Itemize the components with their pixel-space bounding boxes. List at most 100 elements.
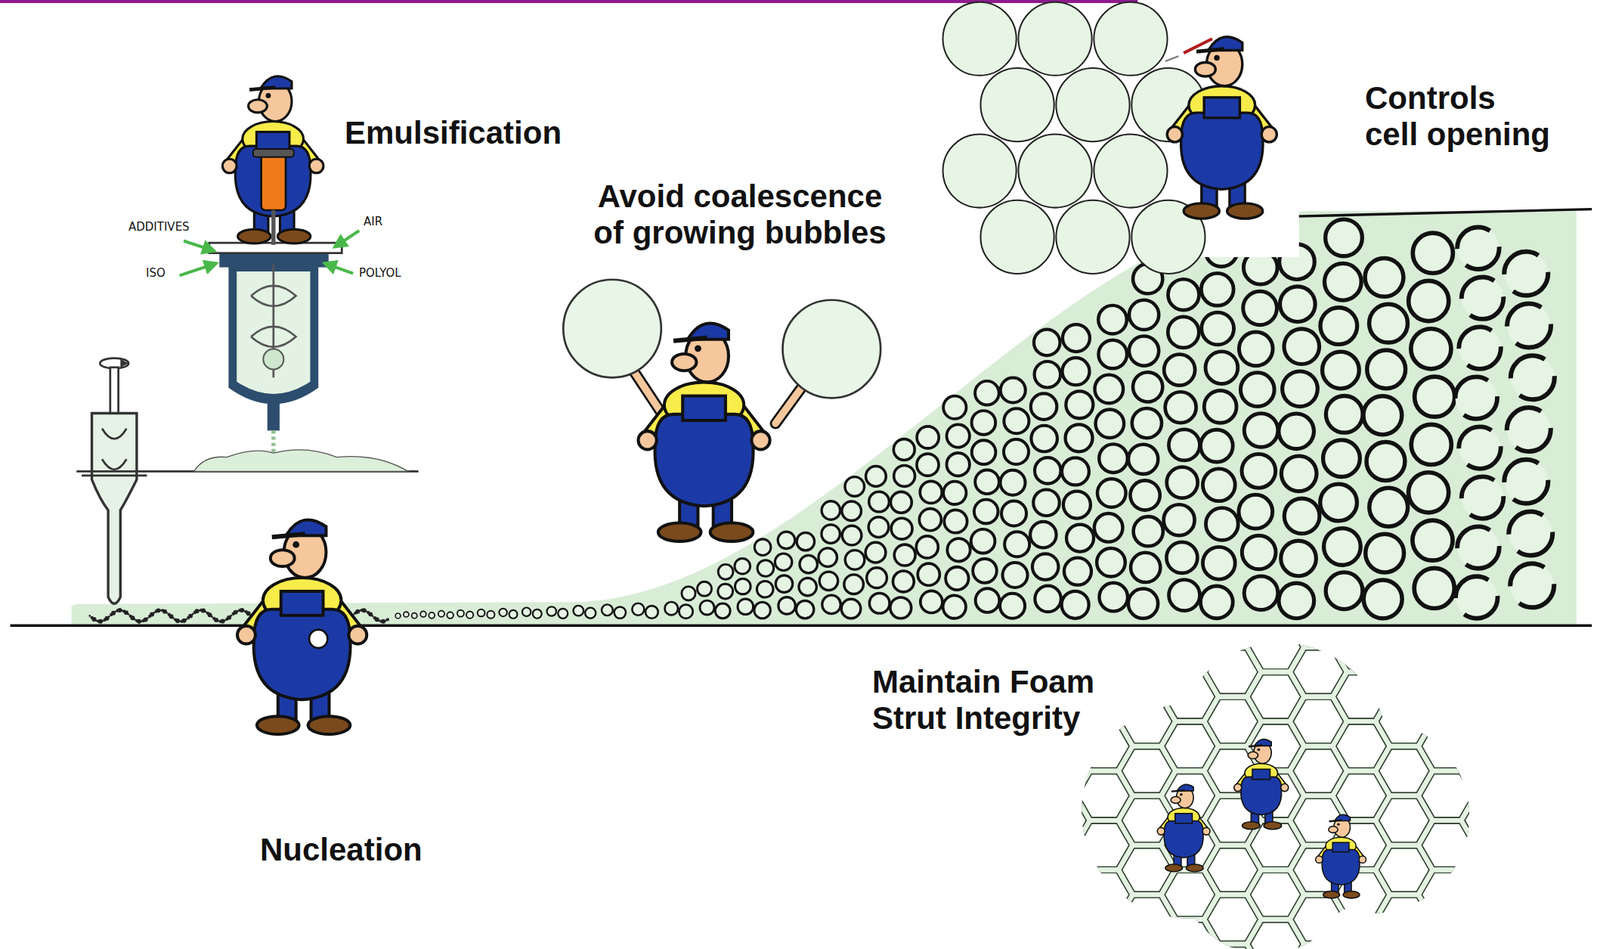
foam-bubble bbox=[645, 605, 659, 619]
foam-bubble bbox=[734, 578, 751, 595]
foam-bubble bbox=[584, 607, 596, 619]
foam-bubble bbox=[1166, 467, 1198, 499]
foam-bubble bbox=[420, 610, 427, 617]
strut bbox=[1504, 770, 1562, 821]
foam-bubble bbox=[1320, 307, 1358, 345]
jackhammer bbox=[261, 152, 286, 211]
foam-bubble bbox=[681, 586, 696, 601]
foam-bubble bbox=[1128, 588, 1158, 619]
strut bbox=[1589, 721, 1600, 771]
worker-figure bbox=[1166, 37, 1277, 219]
strut bbox=[1375, 943, 1433, 949]
strut bbox=[1504, 820, 1562, 870]
foam-bubble bbox=[1034, 361, 1061, 387]
closed-cell bbox=[1093, 2, 1167, 76]
foam-bubble bbox=[547, 606, 557, 616]
strut bbox=[1589, 622, 1600, 672]
foam-bubble bbox=[974, 380, 1000, 406]
jackhammer-bit bbox=[271, 210, 276, 245]
strut bbox=[1418, 919, 1477, 949]
stage-label: Emulsification bbox=[344, 114, 562, 152]
strut bbox=[1460, 844, 1519, 895]
nucleus-dot bbox=[210, 615, 214, 618]
input-arrow bbox=[334, 230, 359, 248]
foam-bubble bbox=[947, 452, 970, 476]
foam-puddle bbox=[194, 449, 409, 472]
stirrer-blade bbox=[250, 285, 296, 347]
strut bbox=[1547, 894, 1600, 944]
foam-bubble bbox=[1166, 541, 1198, 573]
nucleus-dot bbox=[191, 612, 195, 616]
foam-bubble bbox=[844, 550, 865, 570]
strut bbox=[1547, 795, 1600, 845]
strut bbox=[1032, 844, 1090, 895]
strut bbox=[1075, 919, 1133, 949]
foam-bubble bbox=[1408, 472, 1449, 513]
foam-bubble bbox=[756, 580, 774, 598]
foam-bubble bbox=[1367, 349, 1406, 389]
strut bbox=[1460, 795, 1519, 845]
worker-figure bbox=[1315, 813, 1367, 898]
strut bbox=[1118, 943, 1177, 949]
foam-bubble bbox=[866, 567, 888, 589]
foam-bubble bbox=[1325, 572, 1363, 610]
strut bbox=[1547, 943, 1600, 949]
nucleus-dot bbox=[126, 612, 130, 616]
foam-bubble bbox=[1278, 413, 1315, 449]
strut bbox=[1418, 721, 1477, 771]
lattice-struts bbox=[1032, 597, 1600, 949]
foam-bubble bbox=[841, 598, 861, 619]
strut bbox=[1418, 622, 1477, 672]
foam-bubble bbox=[1322, 351, 1360, 389]
foam-bubble bbox=[457, 609, 465, 617]
foam-bubble bbox=[1282, 371, 1319, 407]
nucleus-dot bbox=[146, 616, 149, 619]
strut bbox=[1032, 745, 1090, 796]
foam-bubble bbox=[1244, 575, 1279, 610]
foam-bubble bbox=[1129, 300, 1159, 330]
rotation-arrow-head bbox=[120, 358, 129, 368]
nucleus-dot bbox=[371, 614, 375, 617]
foam-bubble bbox=[509, 609, 518, 619]
foam-bubble bbox=[1034, 457, 1061, 483]
foam-bubble bbox=[1457, 526, 1500, 568]
foam-bubble bbox=[665, 601, 678, 615]
foam-bubble bbox=[891, 517, 913, 539]
foam-bubble bbox=[1065, 423, 1093, 452]
foam-bubble bbox=[868, 516, 889, 538]
strut bbox=[1160, 622, 1219, 672]
foam-bubble bbox=[1243, 290, 1278, 325]
strut bbox=[1547, 696, 1600, 746]
foam-bubble bbox=[841, 501, 862, 521]
foam-bubble bbox=[1030, 521, 1056, 548]
strut bbox=[1418, 869, 1477, 919]
mix-bubble bbox=[263, 349, 284, 370]
strut bbox=[1418, 671, 1477, 722]
strut bbox=[1290, 943, 1348, 949]
foam-bubble bbox=[1504, 251, 1548, 296]
strut bbox=[1375, 597, 1433, 647]
foam-top-line bbox=[1296, 209, 1593, 217]
foam-bubble bbox=[1323, 439, 1361, 477]
strut bbox=[1589, 770, 1600, 821]
mixer-stirrer bbox=[102, 428, 127, 470]
closed-cell bbox=[980, 68, 1054, 142]
foam-bubble bbox=[943, 396, 966, 419]
foam-bubble bbox=[1065, 390, 1093, 418]
foam-bubble bbox=[1203, 390, 1237, 424]
strut bbox=[1547, 894, 1600, 944]
foam-bubble bbox=[1320, 483, 1358, 521]
foam-bubble bbox=[999, 470, 1025, 496]
foam-bubble bbox=[916, 535, 938, 558]
foam-bubble bbox=[1163, 354, 1195, 386]
nucleus-dot bbox=[185, 618, 188, 621]
foam-bubble bbox=[1094, 374, 1124, 404]
foam-bubble bbox=[757, 560, 774, 577]
foam-bubble bbox=[1414, 376, 1455, 417]
strut bbox=[1032, 597, 1090, 647]
mixer-nozzle bbox=[267, 399, 280, 431]
input-label: ADDITIVES bbox=[128, 220, 190, 234]
worker-figure bbox=[237, 519, 367, 734]
foam-bubble bbox=[1167, 316, 1199, 348]
foam-bubble bbox=[916, 453, 939, 476]
